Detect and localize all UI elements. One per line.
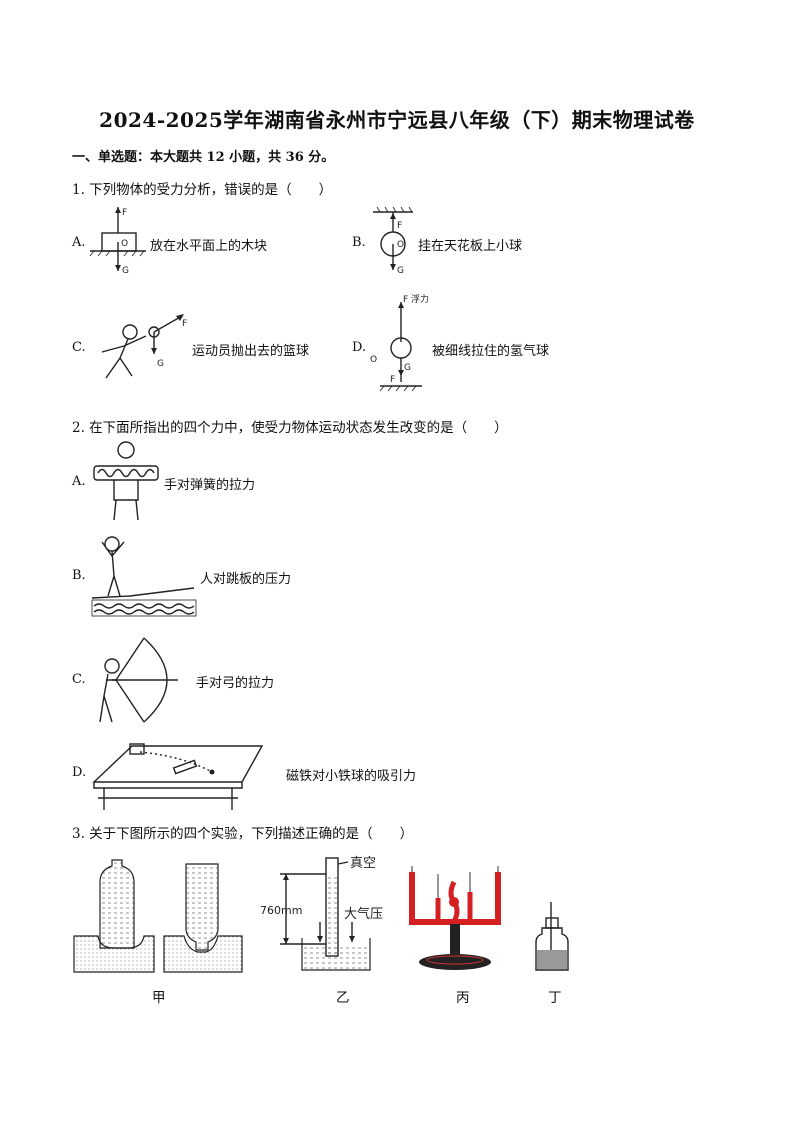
q1-figure-a: F O G	[89, 207, 146, 276]
page-title: 2024-2025学年湖南省永州市宁远县八年级（下）期末物理试卷	[99, 108, 695, 132]
q3-caption-yi: 乙	[336, 990, 350, 1006]
question-2-stem: 2. 在下面所指出的四个力中，使受力物体运动状态发生改变的是（ ）	[72, 420, 508, 436]
q3-figure-bing-venturi	[409, 866, 501, 970]
q1d-label-f: F	[390, 375, 395, 385]
q2-figure-a-spring	[93, 441, 159, 521]
q1b-label-g: G	[397, 266, 404, 276]
q1-figure-d: O F 浮力 G F	[370, 293, 429, 392]
q1b-label-f: F	[397, 221, 402, 231]
q1-option-a-text: 放在水平面上的木块	[150, 239, 268, 254]
q3-figure-yi-torricelli: 真空 760mm 大气压	[260, 856, 383, 971]
q3-label-vacuum: 真空	[350, 856, 376, 871]
q3-caption-bing: 丙	[456, 990, 470, 1006]
q1c-label-g: G	[157, 359, 164, 369]
q1-option-b-letter: B.	[352, 235, 366, 250]
q1d-label-float: F 浮力	[403, 293, 429, 305]
q2-figure-d-magnet	[92, 743, 264, 810]
q1-option-a-letter: A.	[72, 235, 86, 250]
q2-option-a-letter: A.	[72, 474, 86, 489]
q2-option-d-text: 磁铁对小铁球的吸引力	[286, 769, 417, 784]
q1-figure-b: F O G	[373, 206, 413, 276]
q1-figure-c: F G	[101, 314, 187, 379]
q3-caption-ding: 丁	[548, 990, 562, 1006]
q1-option-b-text: 挂在天花板上小球	[418, 239, 523, 254]
q2-option-b-letter: B.	[72, 568, 86, 583]
q1-option-d-letter: D.	[352, 340, 367, 355]
q1-option-d-text: 被细线拉住的氢气球	[432, 344, 550, 359]
q1a-label-f: F	[122, 208, 127, 218]
q3-caption-jia: 甲	[152, 990, 166, 1006]
q1-option-c-text: 运动员抛出去的篮球	[192, 344, 310, 359]
q1a-label-g: G	[122, 266, 129, 276]
question-3-stem: 3. 关于下图所示的四个实验，下列描述正确的是（ ）	[72, 826, 414, 842]
q3-figure-ding-bottle	[535, 902, 569, 971]
q2-figure-c-bow	[99, 637, 178, 723]
q2-option-d-letter: D.	[72, 765, 87, 780]
q2-option-c-text: 手对弓的拉力	[196, 676, 275, 691]
q1c-label-f: F	[182, 319, 187, 329]
q2-figure-b-diving	[91, 536, 197, 617]
q1d-label-g: G	[404, 363, 411, 373]
q2-option-b-text: 人对跳板的压力	[200, 572, 292, 587]
section-heading: 一、单选题：本大题共 12 小题，共 36 分。	[72, 150, 335, 165]
q3-label-atm: 大气压	[344, 906, 383, 922]
q2-option-a-text: 手对弹簧的拉力	[164, 478, 256, 493]
q2-option-c-letter: C.	[72, 672, 86, 687]
q1d-label-o: O	[370, 355, 377, 365]
question-1-stem: 1. 下列物体的受力分析，错误的是（ ）	[72, 182, 333, 198]
q3-label-height: 760mm	[260, 904, 302, 917]
q1a-label-o: O	[121, 239, 128, 249]
q1b-label-o: O	[397, 240, 404, 250]
q3-figure-jia	[73, 859, 243, 973]
q1-option-c-letter: C.	[72, 340, 86, 355]
